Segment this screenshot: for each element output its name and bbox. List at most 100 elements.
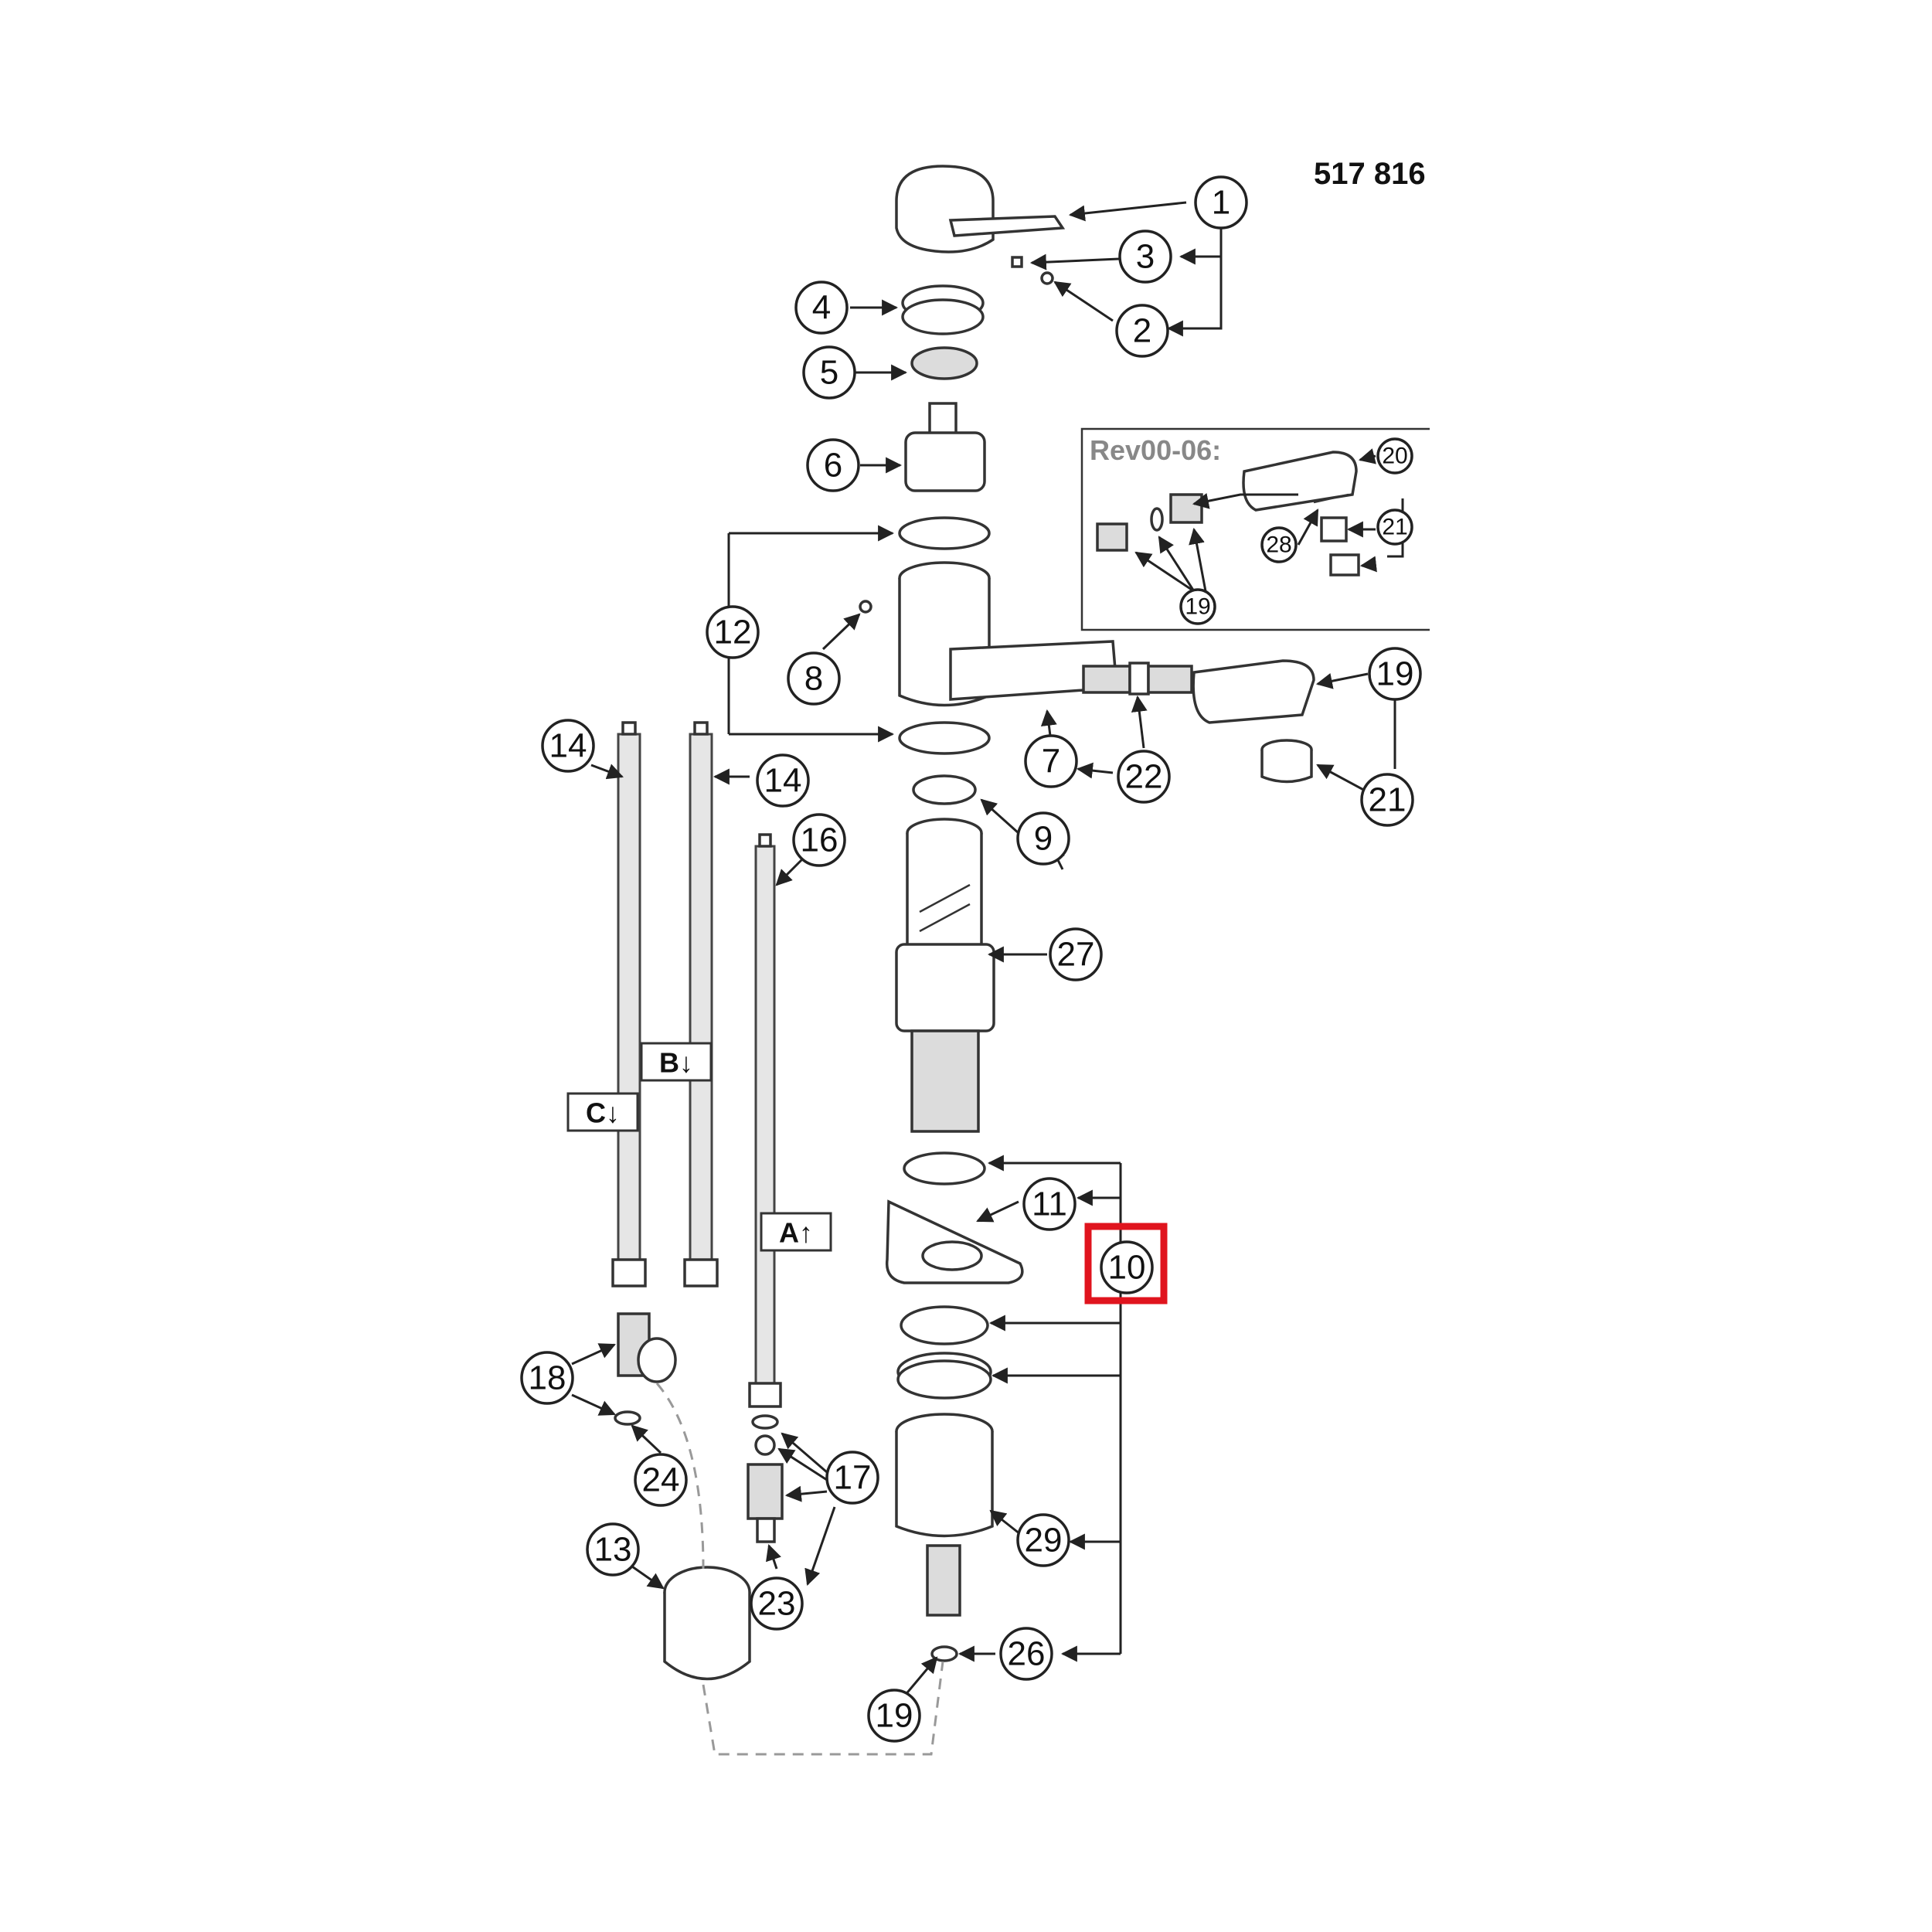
hose-a-tip xyxy=(758,833,772,848)
callout-5: 5 xyxy=(802,345,856,400)
kit-o-ring-part xyxy=(903,1151,986,1185)
svg-text:11: 11 xyxy=(1032,1185,1067,1223)
callout-8: 8 xyxy=(787,651,841,706)
svg-text:18: 18 xyxy=(529,1359,566,1397)
check-valve-body xyxy=(747,1463,784,1520)
svg-text:9: 9 xyxy=(1034,820,1053,858)
svg-text:6: 6 xyxy=(824,447,842,485)
svg-text:19: 19 xyxy=(876,1697,913,1735)
svg-text:19: 19 xyxy=(1376,655,1414,693)
check-valve-washer xyxy=(751,1414,779,1430)
callout-4: 4 xyxy=(794,281,849,335)
drain-fittings xyxy=(614,1312,944,1756)
callout-14-right: 14 xyxy=(756,753,810,808)
leader-16 xyxy=(775,856,805,886)
leader-17-ball xyxy=(777,1447,828,1481)
leader-18-fitting xyxy=(571,1343,616,1366)
callout-1: 1 xyxy=(1194,175,1248,230)
svg-text:17: 17 xyxy=(834,1459,872,1497)
svg-text:23: 23 xyxy=(758,1585,796,1623)
cartridge-part xyxy=(904,431,986,492)
leader-19-stud xyxy=(903,1656,938,1697)
svg-text:26: 26 xyxy=(1008,1635,1046,1673)
sleeve-part xyxy=(906,833,983,952)
threaded-stud-part xyxy=(926,1544,961,1617)
o-ring-part xyxy=(912,774,977,805)
leader-17-to-23 xyxy=(804,1506,836,1586)
callout-14-left: 14 xyxy=(541,719,595,773)
clamping-nut-part xyxy=(910,346,978,380)
hose-b-part xyxy=(689,733,713,1261)
svg-text:10: 10 xyxy=(1108,1249,1146,1287)
inset-pin xyxy=(1313,493,1349,504)
callout-7: 7 xyxy=(1024,734,1078,788)
aerator-part xyxy=(1260,750,1313,784)
callout-26: 26 xyxy=(999,1627,1053,1681)
svg-text:3: 3 xyxy=(1136,238,1155,276)
svg-text:21: 21 xyxy=(1369,781,1406,819)
svg-text:4: 4 xyxy=(812,289,831,327)
grub-screw-part xyxy=(859,600,872,614)
leader-8 xyxy=(821,613,861,651)
connector-thread-part xyxy=(1147,665,1193,694)
inset-aerator xyxy=(1320,516,1348,543)
filter-body-part xyxy=(663,1592,751,1681)
leader-1 xyxy=(1068,201,1187,222)
callout-20-inset: 20 xyxy=(1376,437,1413,474)
hose-a-part xyxy=(754,845,776,1389)
dashed-line-tee xyxy=(655,1383,705,1570)
callout-13: 13 xyxy=(586,1522,640,1577)
leader-inset-21b xyxy=(1359,556,1377,573)
hose-c-nut xyxy=(611,1258,647,1287)
callout-10: 10 xyxy=(1100,1240,1154,1294)
inset-connector-right xyxy=(1169,493,1203,524)
hose-tag-c: C↓ xyxy=(586,1097,620,1129)
hose-tags: C↓ B↓ A↑ xyxy=(566,1042,832,1252)
inset-spout xyxy=(1242,451,1358,512)
inset-o-ring xyxy=(1150,507,1164,532)
leader-18-washer xyxy=(571,1393,616,1416)
leader-inset-19a xyxy=(1134,551,1195,593)
leader-29 xyxy=(989,1509,1021,1536)
mounting-nut-part xyxy=(895,1431,994,1538)
leader-22 xyxy=(1131,695,1148,749)
highlight-box xyxy=(1084,1223,1168,1304)
bracket-1 xyxy=(1179,226,1223,330)
leader-17-body xyxy=(784,1485,828,1502)
inset-connector-left xyxy=(1096,522,1128,552)
callout-16: 16 xyxy=(792,813,846,867)
hose-c-tip xyxy=(621,721,637,736)
callout-22: 22 xyxy=(1117,750,1171,804)
svg-text:1: 1 xyxy=(1212,184,1230,222)
handle-part xyxy=(895,165,995,253)
threaded-shank-part xyxy=(910,1029,980,1133)
svg-text:14: 14 xyxy=(549,727,587,765)
callout-28-inset: 28 xyxy=(1260,526,1298,563)
callout-24: 24 xyxy=(634,1453,688,1507)
triangular-plate-hole xyxy=(921,1240,983,1271)
sleeve-collar-part xyxy=(895,943,995,1032)
callout-3: 3 xyxy=(1118,230,1172,284)
check-valve-stem xyxy=(756,1517,776,1543)
stud-washer-part xyxy=(930,1645,958,1662)
hose-tag-b: B↓ xyxy=(659,1047,693,1079)
svg-text:22: 22 xyxy=(1125,758,1163,796)
leader-14-c xyxy=(590,764,624,780)
leader-lines xyxy=(571,201,1404,1697)
spout-head-part xyxy=(1192,659,1315,724)
leader-17-washer xyxy=(781,1432,828,1474)
seal-ring-lower-part xyxy=(898,721,991,755)
svg-text:20: 20 xyxy=(1382,444,1407,469)
faucet-parts xyxy=(859,165,1315,1662)
callout-21: 21 xyxy=(1360,773,1414,827)
gasket-ring-part xyxy=(900,1305,989,1345)
svg-text:5: 5 xyxy=(820,354,838,392)
hose-tag-a-box xyxy=(760,1212,832,1252)
leader-inset-20b xyxy=(1358,448,1376,464)
leader-3 xyxy=(1029,253,1120,270)
callouts: 1 2 3 4 5 6 7 8 9 10 11 12 13 14 14 16 1… xyxy=(520,175,1422,1743)
callout-19-inset: 19 xyxy=(1179,588,1216,625)
svg-text:29: 29 xyxy=(1025,1522,1063,1560)
hose-b-tip xyxy=(693,721,709,736)
